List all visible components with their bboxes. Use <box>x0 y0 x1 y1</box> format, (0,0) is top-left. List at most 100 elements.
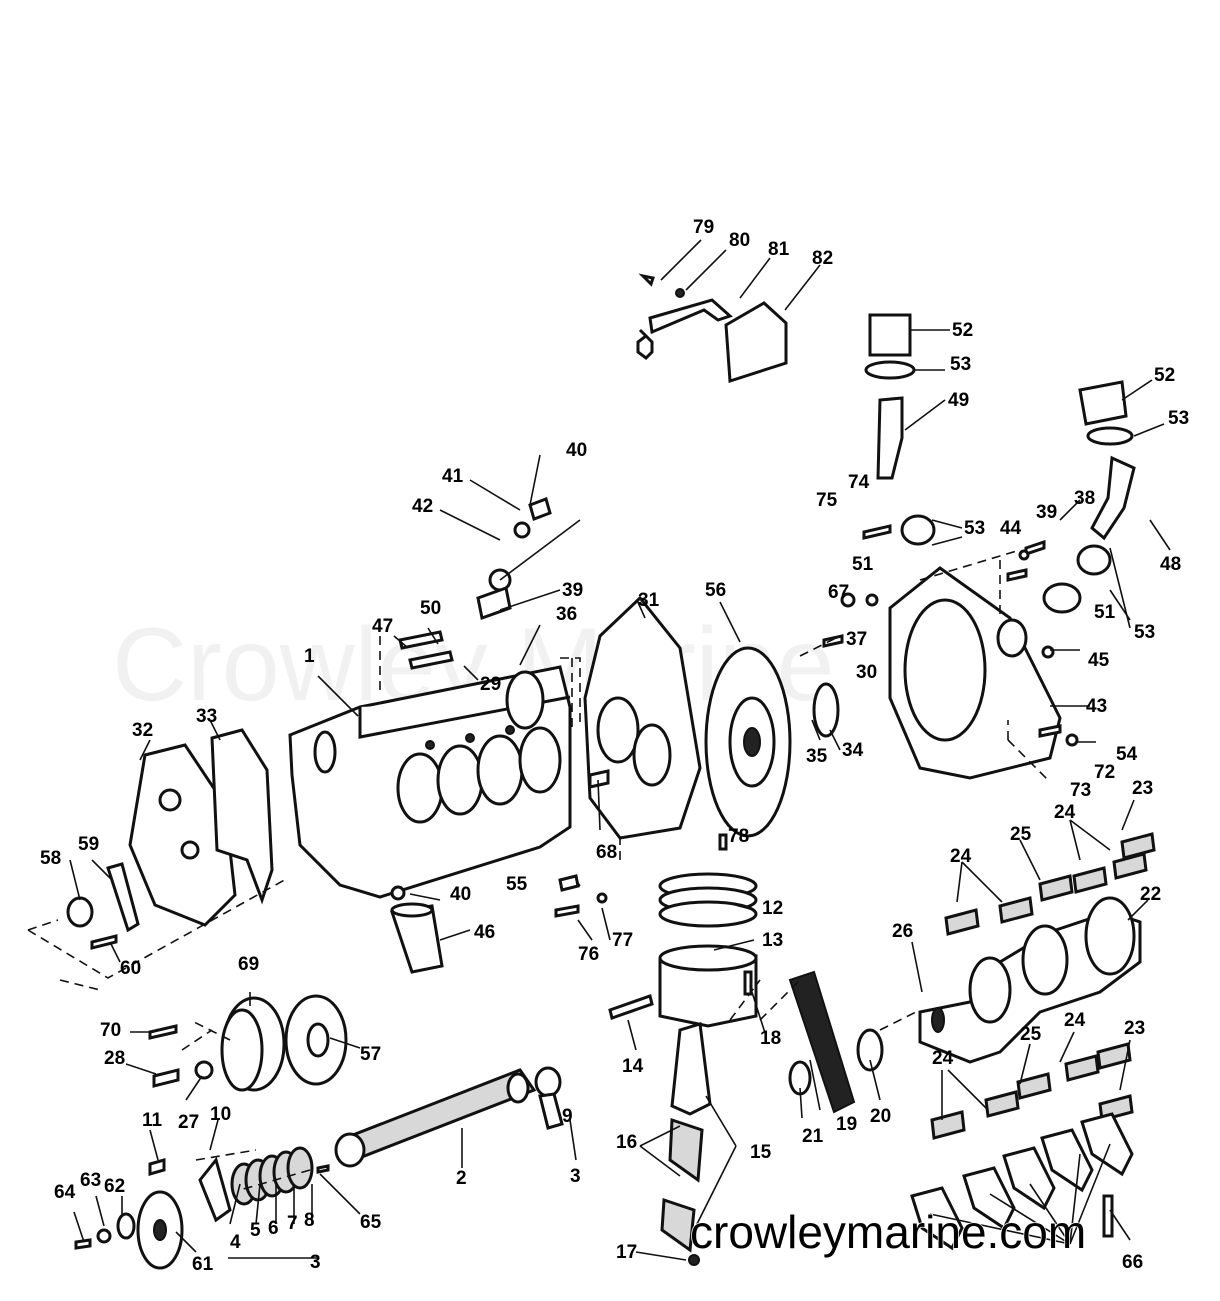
callout-72: 72 <box>1094 762 1115 783</box>
callout-53d: 53 <box>1134 622 1155 643</box>
flywheel <box>704 646 792 838</box>
callout-53c: 53 <box>964 518 985 539</box>
callout-12: 12 <box>762 898 783 919</box>
exhaust-parts <box>864 313 1136 658</box>
callout-2: 2 <box>456 1168 467 1189</box>
callout-57: 57 <box>360 1044 381 1065</box>
callout-15: 15 <box>750 1142 772 1163</box>
callout-33: 33 <box>196 706 217 727</box>
callout-11: 11 <box>142 1110 163 1131</box>
callout-9: 9 <box>562 1106 573 1127</box>
callout-14: 14 <box>622 1056 644 1077</box>
callout-53a: 53 <box>950 354 971 375</box>
callout-43: 43 <box>1086 696 1107 717</box>
callout-23b: 23 <box>1124 1018 1145 1039</box>
callout-82: 82 <box>812 248 833 269</box>
callout-7: 7 <box>287 1213 298 1234</box>
callout-20: 20 <box>870 1106 891 1127</box>
callout-24c: 24 <box>1064 1010 1086 1031</box>
callout-53b: 53 <box>1168 408 1189 429</box>
flywheel-housing <box>888 566 1062 780</box>
callout-10: 10 <box>210 1104 231 1125</box>
callout-54: 54 <box>1116 744 1138 765</box>
callout-47: 47 <box>372 616 393 637</box>
callout-52b: 52 <box>1154 365 1175 386</box>
callout-16: 16 <box>616 1132 637 1153</box>
cam-bearings <box>230 1146 314 1206</box>
callout-51b: 51 <box>1094 602 1116 623</box>
callout-73: 73 <box>1070 780 1091 801</box>
callout-51a: 51 <box>852 554 874 575</box>
callout-45: 45 <box>1088 650 1110 671</box>
cam-gear <box>136 1190 184 1270</box>
callout-31: 31 <box>638 590 660 611</box>
callout-labels: 79 80 81 82 52 53 49 52 53 40 41 42 38 3… <box>40 217 1189 1275</box>
bolt-64 <box>74 1238 92 1250</box>
callout-58: 58 <box>40 848 61 869</box>
callout-8: 8 <box>304 1210 315 1231</box>
callout-26: 26 <box>892 921 913 942</box>
callout-40a: 40 <box>566 440 587 461</box>
callout-28: 28 <box>104 1048 125 1069</box>
callout-30: 30 <box>856 662 877 683</box>
bolt-28 <box>152 1068 180 1088</box>
callout-80: 80 <box>729 230 750 251</box>
key-65 <box>316 1164 330 1174</box>
callout-61: 61 <box>192 1254 214 1275</box>
bracket-cover-group <box>636 273 788 384</box>
bolt-70 <box>148 1024 178 1040</box>
callout-81: 81 <box>768 239 790 260</box>
callout-70: 70 <box>100 1020 121 1041</box>
callout-66: 66 <box>1122 1252 1143 1273</box>
callout-40b: 40 <box>450 884 471 905</box>
callout-24a: 24 <box>1054 802 1076 823</box>
callout-39a: 39 <box>1036 502 1057 523</box>
callout-3a: 3 <box>570 1166 581 1187</box>
callout-39b: 39 <box>562 580 583 601</box>
callout-13: 13 <box>762 930 783 951</box>
callout-52a: 52 <box>952 320 973 341</box>
callout-21: 21 <box>802 1126 824 1147</box>
callout-75: 75 <box>816 490 838 511</box>
timing-chain <box>788 970 884 1114</box>
callout-68: 68 <box>596 842 617 863</box>
front-cover <box>128 743 237 927</box>
callout-25a: 25 <box>1010 824 1032 845</box>
callout-3b: 3 <box>310 1252 321 1273</box>
callout-19: 19 <box>836 1114 857 1135</box>
camshaft <box>334 1066 564 1168</box>
callout-74: 74 <box>848 472 870 493</box>
callout-17: 17 <box>616 1242 637 1263</box>
callout-37: 37 <box>846 629 867 650</box>
callout-6: 6 <box>268 1218 279 1239</box>
rear-seal <box>505 670 545 730</box>
pulley <box>220 996 286 1092</box>
rear-plate <box>583 595 702 840</box>
callout-49: 49 <box>948 390 969 411</box>
callout-29: 29 <box>480 674 501 695</box>
callout-36: 36 <box>556 604 577 625</box>
oil-filter <box>390 885 444 974</box>
bracket-59 <box>106 862 140 933</box>
main-bearings <box>930 832 1156 1140</box>
footer-website-text: crowleymarine.com <box>690 1206 1086 1258</box>
nut-17 <box>688 1254 700 1266</box>
callout-27: 27 <box>178 1112 199 1133</box>
callout-4: 4 <box>230 1232 241 1253</box>
callout-1: 1 <box>304 646 315 667</box>
callout-48: 48 <box>1160 554 1181 575</box>
callout-22: 22 <box>1140 884 1161 905</box>
callout-41: 41 <box>442 466 464 487</box>
callout-69: 69 <box>238 954 259 975</box>
callout-24b: 24 <box>950 846 972 867</box>
leader-lines <box>69 239 1171 1261</box>
front-seal <box>66 896 94 928</box>
callout-64: 64 <box>54 1182 76 1203</box>
callout-24d: 24 <box>932 1048 954 1069</box>
callout-78: 78 <box>728 826 749 847</box>
callout-32: 32 <box>132 720 153 741</box>
engine-block <box>288 665 572 899</box>
callout-25b: 25 <box>1020 1024 1042 1045</box>
callout-76: 76 <box>578 944 599 965</box>
